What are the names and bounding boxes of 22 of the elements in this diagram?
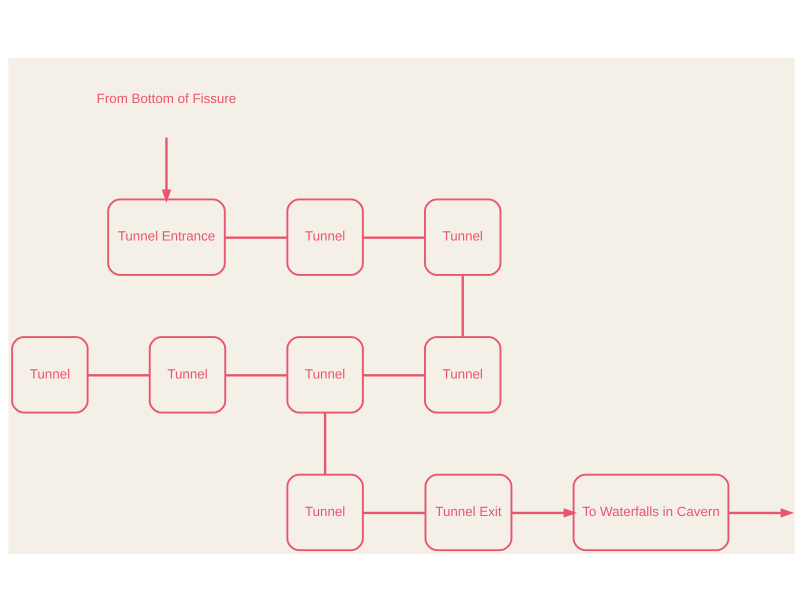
node-box: Tunnel: [424, 336, 502, 414]
connector: [363, 374, 425, 376]
node-box: Tunnel Exit: [424, 473, 512, 551]
node-box: Tunnel Entrance: [107, 198, 226, 276]
node-box: Tunnel: [286, 336, 364, 414]
connector: [225, 374, 288, 376]
connector: [462, 274, 464, 336]
node-box: Tunnel: [148, 336, 226, 414]
connector: [324, 412, 326, 474]
connector: [225, 236, 287, 238]
connector: [88, 374, 150, 376]
node-box: To Waterfalls in Cavern: [572, 473, 730, 551]
arrow: [162, 137, 172, 202]
node-text: From Bottom of Fissure: [96, 90, 236, 106]
node-box: Tunnel: [424, 198, 502, 276]
node-box: Tunnel: [286, 198, 364, 276]
arrow: [512, 508, 577, 518]
node-box: Tunnel: [286, 473, 364, 551]
arrow: [728, 508, 794, 518]
node-box: Tunnel: [11, 336, 89, 414]
connector: [363, 236, 425, 238]
connector: [363, 511, 426, 514]
